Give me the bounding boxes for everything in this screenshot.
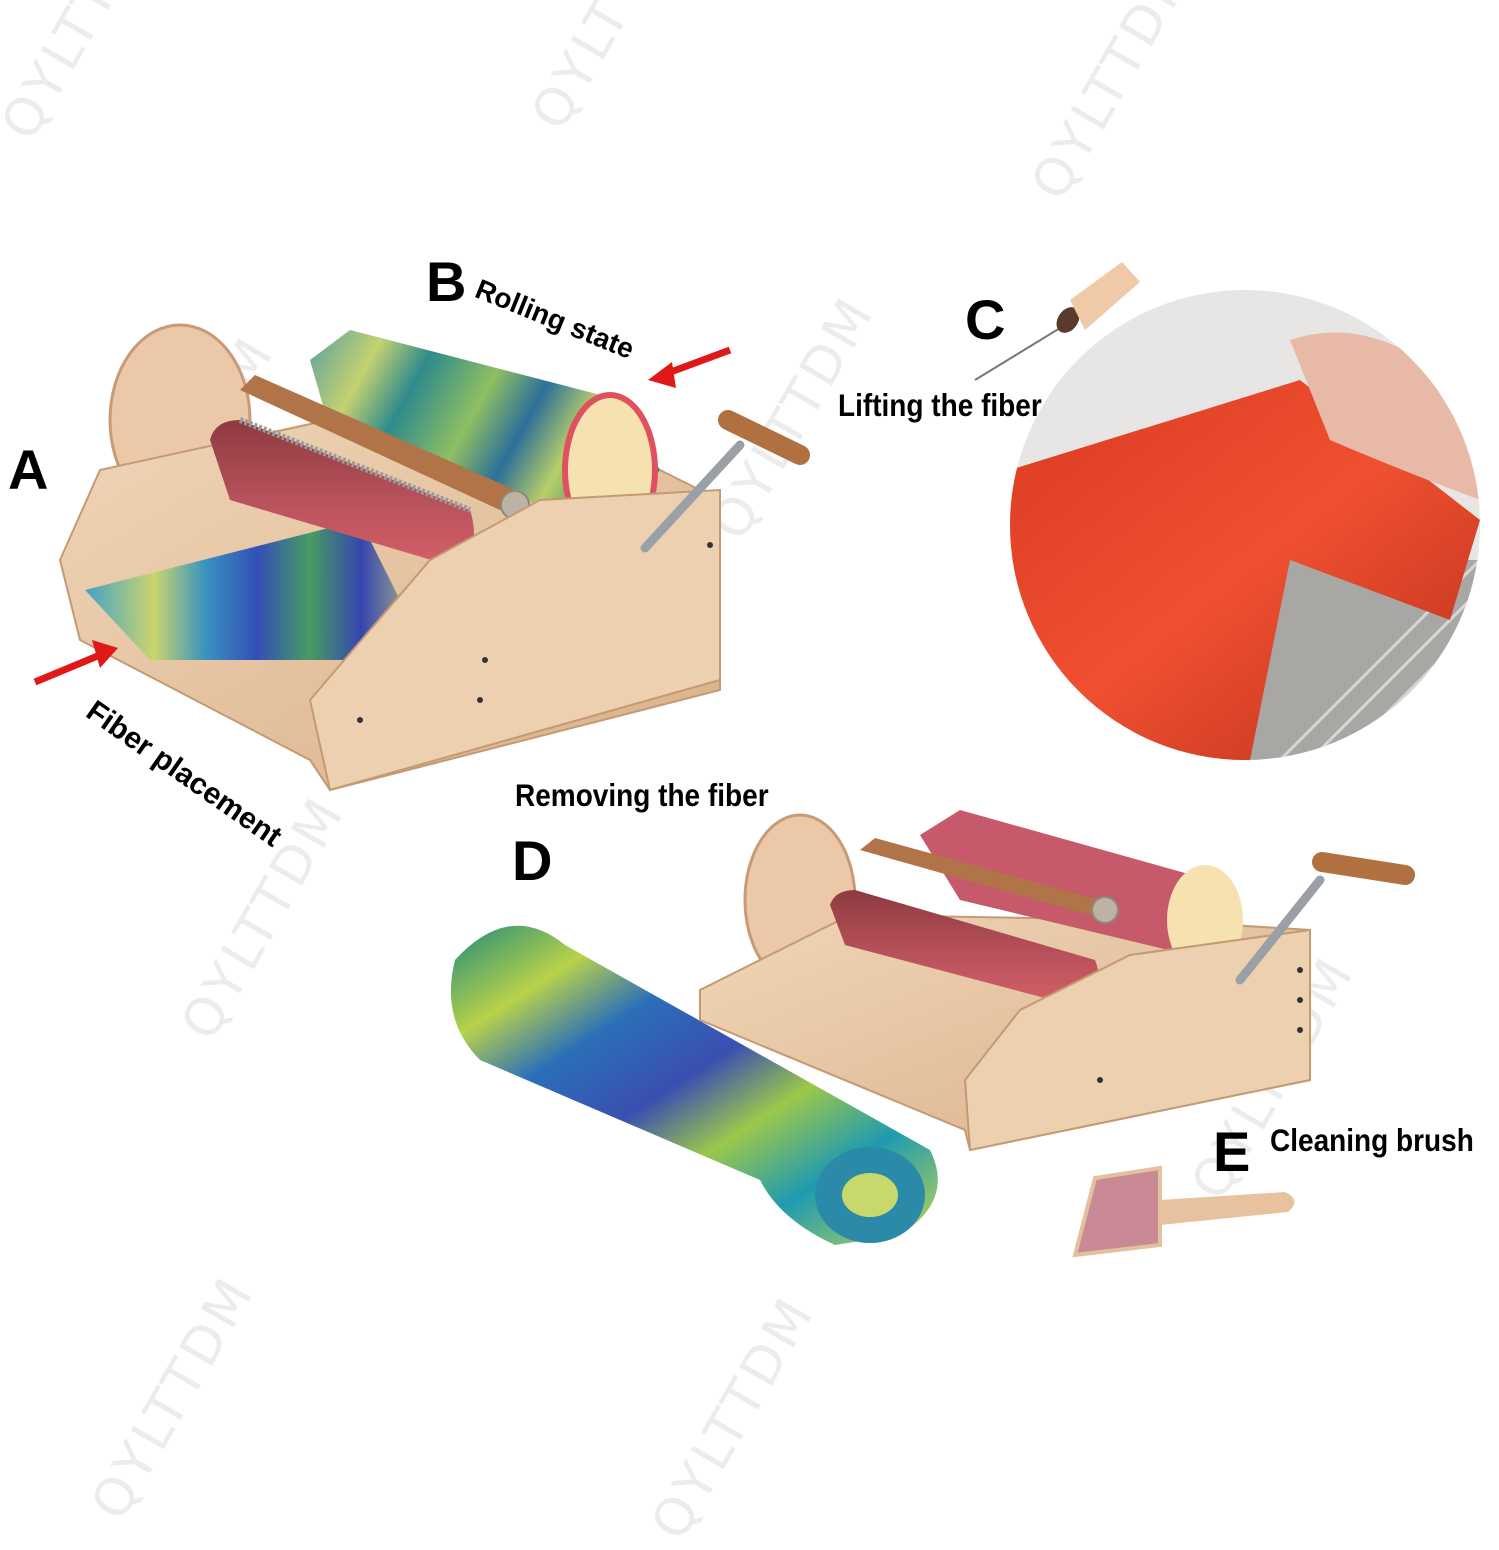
arrow-icon bbox=[33, 640, 118, 686]
step-letter-d: D bbox=[512, 829, 553, 892]
arrow-icon bbox=[648, 346, 732, 388]
step-caption-d: Removing the fiber bbox=[515, 777, 769, 813]
step-letter-b: B bbox=[426, 250, 467, 313]
step-letter-e: E bbox=[1213, 1120, 1251, 1183]
step-letter-c: C bbox=[965, 288, 1006, 351]
step-caption-e: Cleaning brush bbox=[1270, 1122, 1474, 1158]
drum-carder-loaded-icon bbox=[33, 262, 1480, 1258]
lifting-needle-icon bbox=[974, 262, 1140, 381]
cleaning-brush-icon bbox=[1072, 1165, 1295, 1258]
step-letter-a: A bbox=[8, 438, 49, 501]
lifting-fiber-closeup bbox=[1010, 290, 1480, 760]
step-caption-c: Lifting the fiber bbox=[838, 387, 1042, 423]
